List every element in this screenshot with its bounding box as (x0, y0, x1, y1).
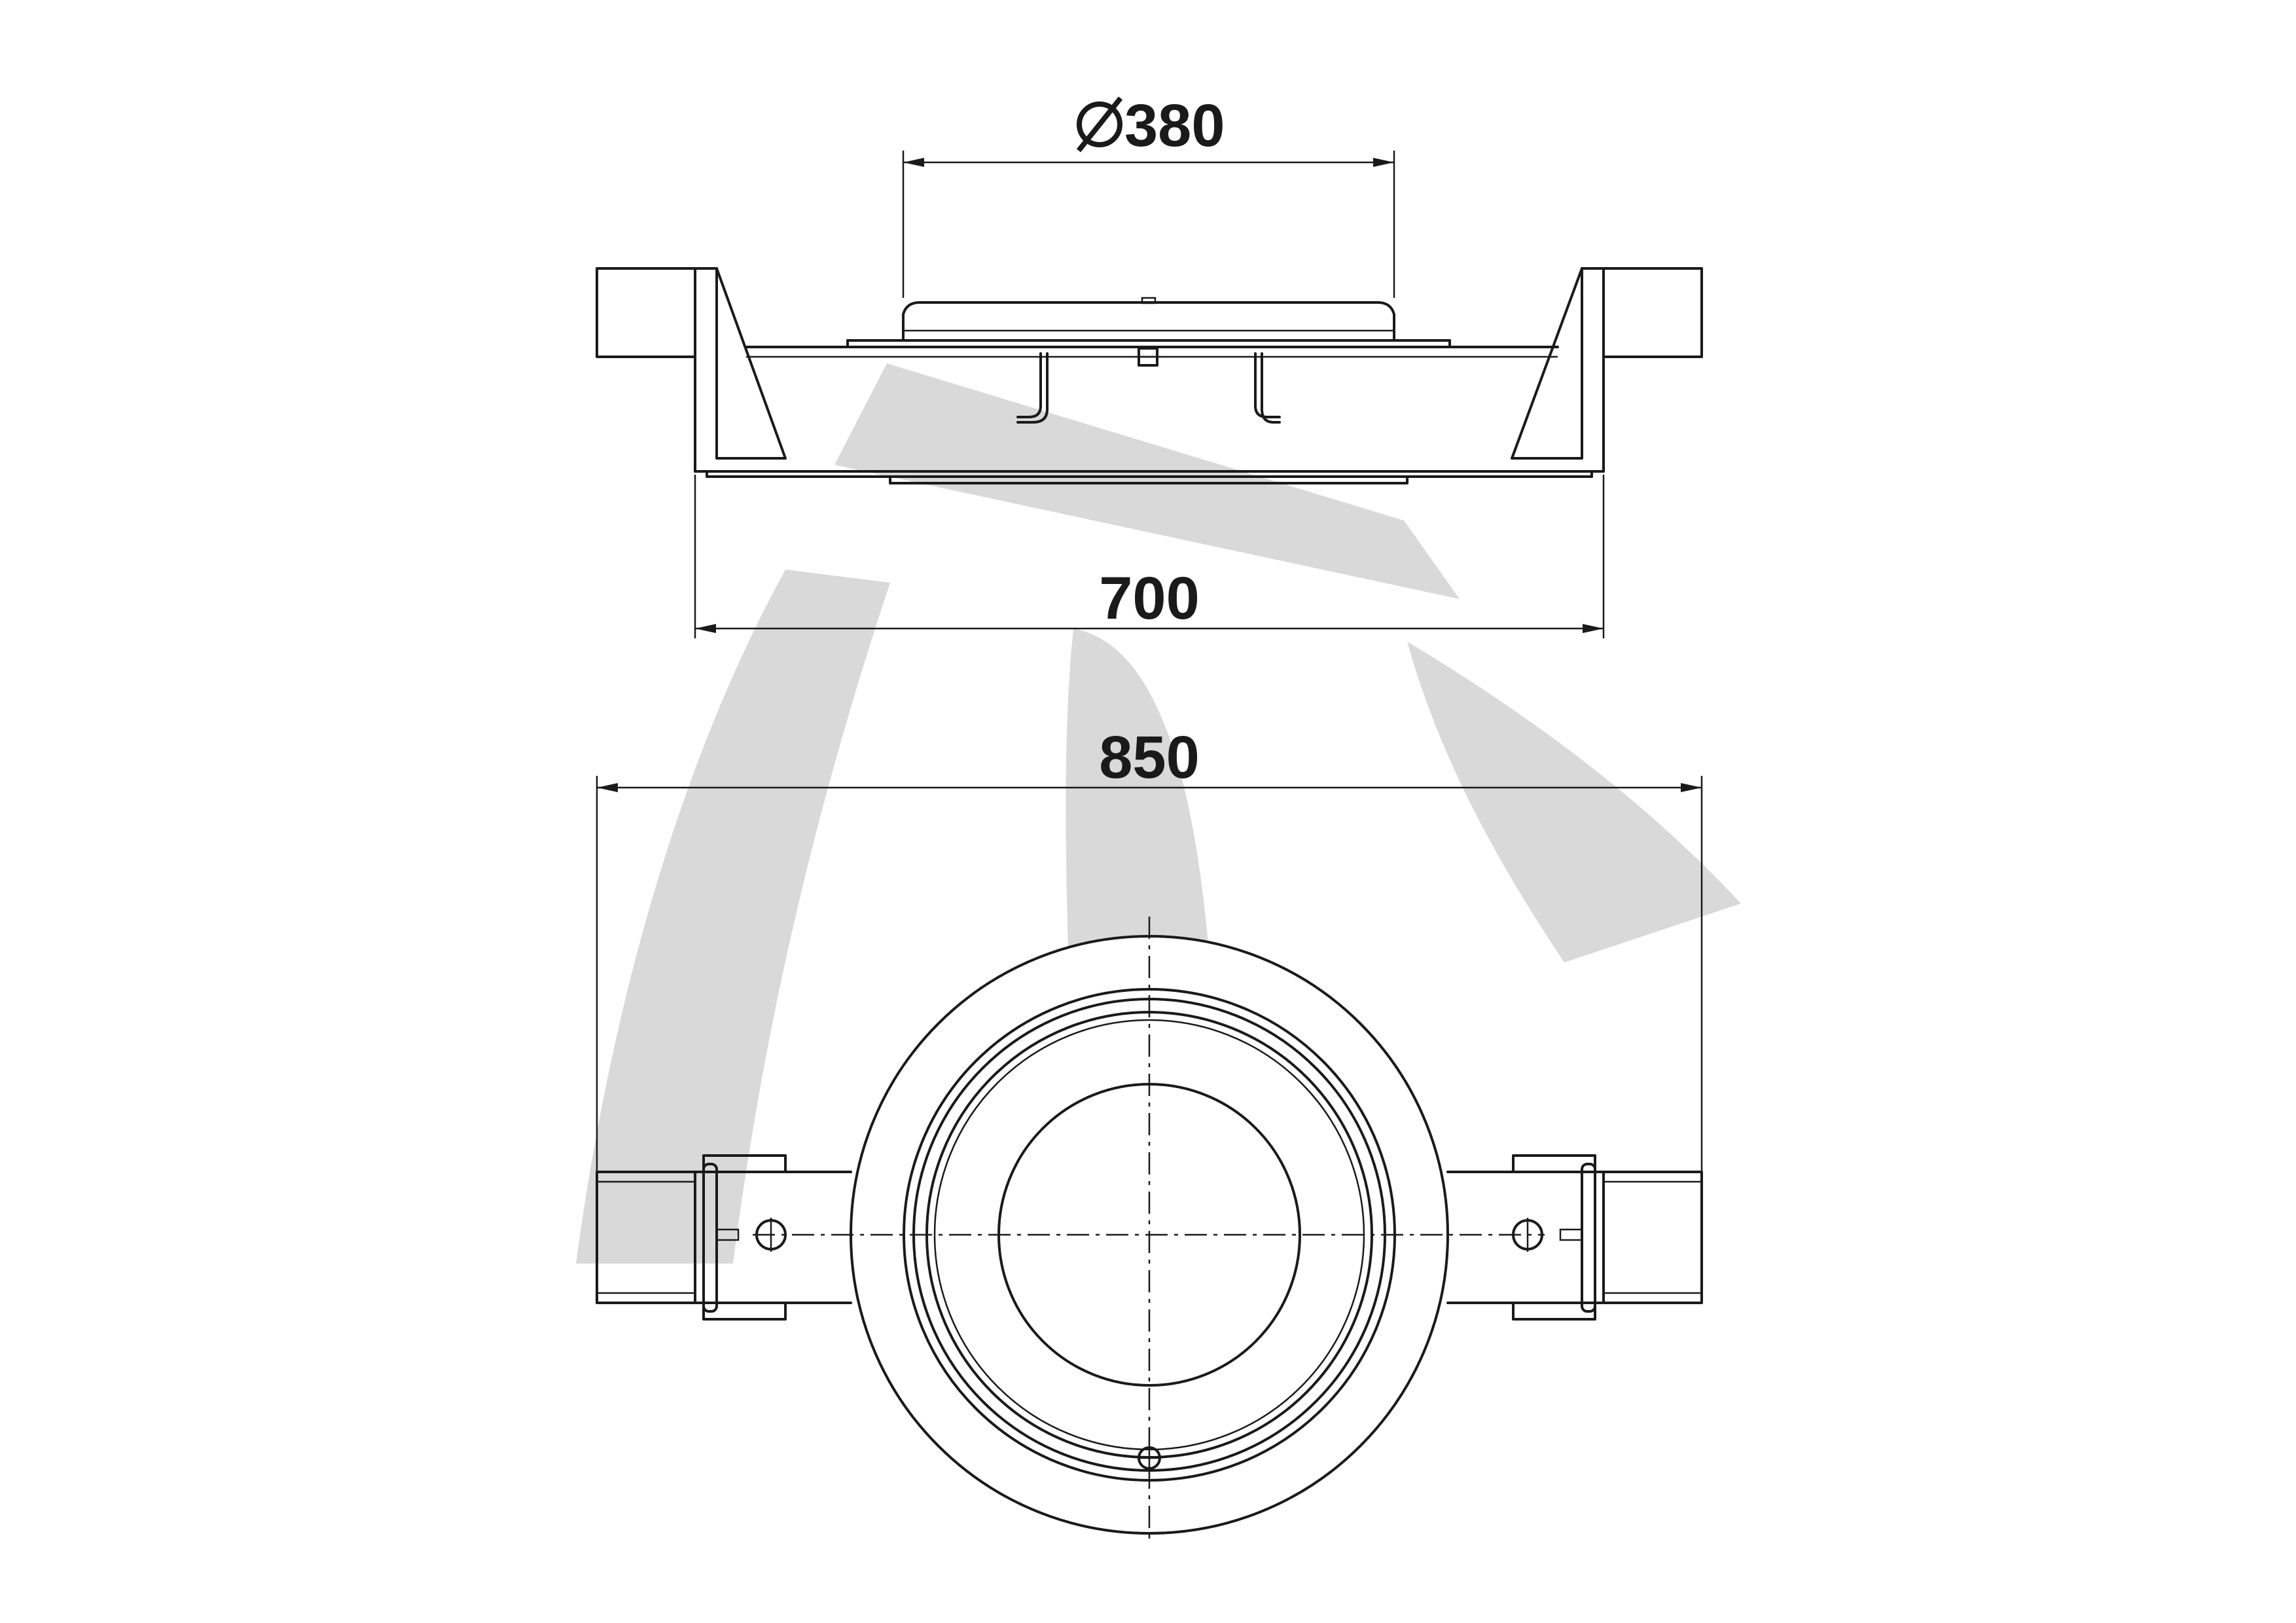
dimension-inner-width: 700 (694, 475, 1605, 638)
overall-width-value: 850 (1099, 724, 1200, 791)
right-arm (1446, 1154, 1703, 1321)
side-view (596, 267, 1703, 484)
inner-width-value: 700 (1099, 565, 1200, 632)
top-view (596, 917, 1703, 1545)
diameter-value: 380 (1124, 92, 1225, 159)
dimension-diameter: 380 (902, 92, 1395, 298)
dimension-overall-width: 850 (596, 724, 1703, 1172)
left-arm (596, 1154, 852, 1321)
diameter-symbol-icon (1076, 96, 1123, 153)
